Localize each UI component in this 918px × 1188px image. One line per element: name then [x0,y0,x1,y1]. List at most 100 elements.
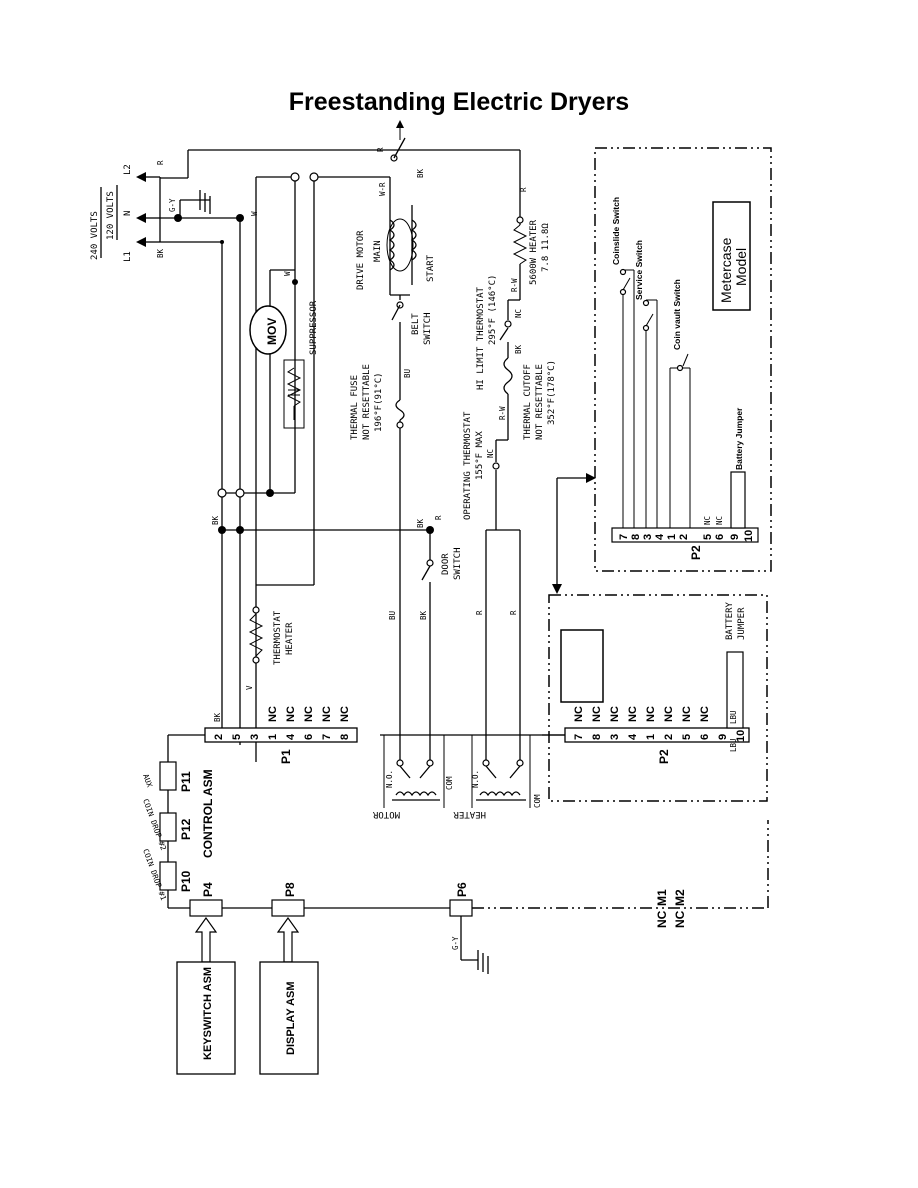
label-nc-hl: NC [514,309,523,318]
thermostat-heater-label-2: HEATER [285,622,295,655]
motor-com-label: COM [445,776,454,790]
door-switch-label-2: SWITCH [453,547,463,580]
nc-m2-label: NC [673,910,687,928]
p2-label: P2 [657,749,671,764]
label-n: N [123,211,133,216]
thermostat-heater-label-1: THERMOSTAT [273,610,283,665]
label-240v: 240 VOLTS [90,211,100,260]
p2-pin-1: 1 [645,734,657,740]
p2-nc-7: NC [573,706,585,722]
p2-pin-6: 6 [699,734,711,740]
p8-label: P8 [283,882,297,897]
m2-label: M2 [673,889,687,906]
nc-m1-label: NC [655,910,669,928]
mov-suppressor [249,172,305,493]
label-wr: W-R [378,182,387,196]
p2-pin-3: 3 [609,734,621,740]
p2-display-window [560,629,604,703]
operating-thermostat-label-1: OPERATING THERMOSTAT [463,411,473,520]
belt-switch-label-2: SWITCH [423,312,433,345]
motor-relay-label: MOTOR [372,809,400,819]
p1-connector: 2 5 3 1 4 6 7 8 NC NC NC NC NC BK [204,706,358,743]
label-bk-bus: BK [211,515,220,525]
p1-nc-7: NC [321,706,333,722]
metercase-model-label-2: Model [733,248,749,286]
p2-box: 7 8 3 4 1 2 5 6 9 10 NC NC NC NC NC NC N… [542,594,768,802]
p2-nc-3: NC [609,706,621,722]
drive-motor-label: DRIVE MOTOR [356,230,366,290]
label-gy-p6: G-Y [451,936,460,950]
label-r-ds: R [434,515,443,520]
p1-pin-8: 8 [339,734,351,740]
p2b-nc-6: NC [715,516,724,525]
label-nc-ot: NC [486,449,495,458]
p11-label: P11 [179,771,193,792]
label-r-right: R [519,187,528,192]
p2-pin-5: 5 [681,734,693,740]
thermal-fuse-label-2: NOT RESETTABLE [362,364,372,440]
p2-nc-6: NC [699,706,711,722]
motor-no-label: N.O. [385,770,394,788]
power-supply [100,149,370,258]
label-rw-1: R-W [510,278,519,292]
thermal-cutoff-label-2: NOT RESETTABLE [535,364,545,440]
label-rw-2: R-W [498,406,507,420]
motor-branch [256,120,521,735]
battery-jumper-label-1: BATTERY [725,601,735,640]
bus-wires [217,176,430,762]
heater-no-label: N.O. [471,770,480,788]
label-w-top: W [250,211,259,216]
heater-label-2: 7.8 11.8Ω [541,223,551,272]
m1-label: M1 [655,889,669,906]
p2-nc-2: NC [663,706,675,722]
p1-pin-1: 1 [267,734,279,740]
operating-thermostat-label-2: 155°F MAX [475,431,485,480]
p2b-pin-1: 1 [666,534,678,540]
p2-pin-7: 7 [573,734,585,740]
service-switch-label: Service Switch [634,240,644,300]
p2-pin-9: 9 [717,734,729,740]
display-label: DISPLAY ASM [285,981,297,1055]
thermal-fuse-label-3: 196°F(91°C) [374,372,384,432]
label-bk-top: BK [416,168,425,178]
p2-nc-1: NC [645,706,657,722]
p6-label: P6 [455,882,469,897]
thermal-fuse-label-1: THERMAL FUSE [350,375,360,440]
label-l2: L2 [123,164,133,175]
label-r-h1: R [475,610,484,615]
label-v: V [245,685,254,690]
p2-nc-5: NC [681,706,693,722]
metercase-model-box [712,201,751,311]
label-bk-hl: BK [514,344,523,354]
p2-pin-10: 10 [735,730,747,742]
label-r-top: R [376,147,385,152]
p1-pin-4: 4 [285,733,297,740]
p2b-pin-2: 2 [678,534,690,540]
p1-pin-7: 7 [321,734,333,740]
label-bk-l1: BK [156,248,165,258]
hi-limit-label-2: 295°F (146°C) [488,275,498,345]
control-connectors [159,734,769,1075]
label-bu-2: BU [388,611,397,620]
p12-label: P12 [179,818,193,840]
p2b-nc-5: NC [703,516,712,525]
main-winding-label: MAIN [373,240,383,262]
p2-pin-2: 2 [663,734,675,740]
label-l1: L1 [123,251,133,262]
p1-pin-2: 2 [213,734,225,740]
coin-vault-switch-label: Coin vault Switch [672,279,682,350]
label-bk-ds2: BK [419,610,428,620]
p2-pin-8: 8 [591,734,603,740]
p1-nc-4: NC [285,706,297,722]
p2b-pin-8: 8 [630,534,642,540]
thermostat-heater [248,606,264,664]
p2b-label: P2 [689,545,703,560]
p1-pin-6: 6 [303,734,315,740]
keyswitch-asm [176,961,236,1075]
battery-jumper-block [726,651,744,729]
door-switch [421,526,434,735]
p4-label: P4 [201,882,215,897]
coinslide-switch-label: Coinslide Switch [611,197,621,265]
label-bu: BU [403,369,412,378]
